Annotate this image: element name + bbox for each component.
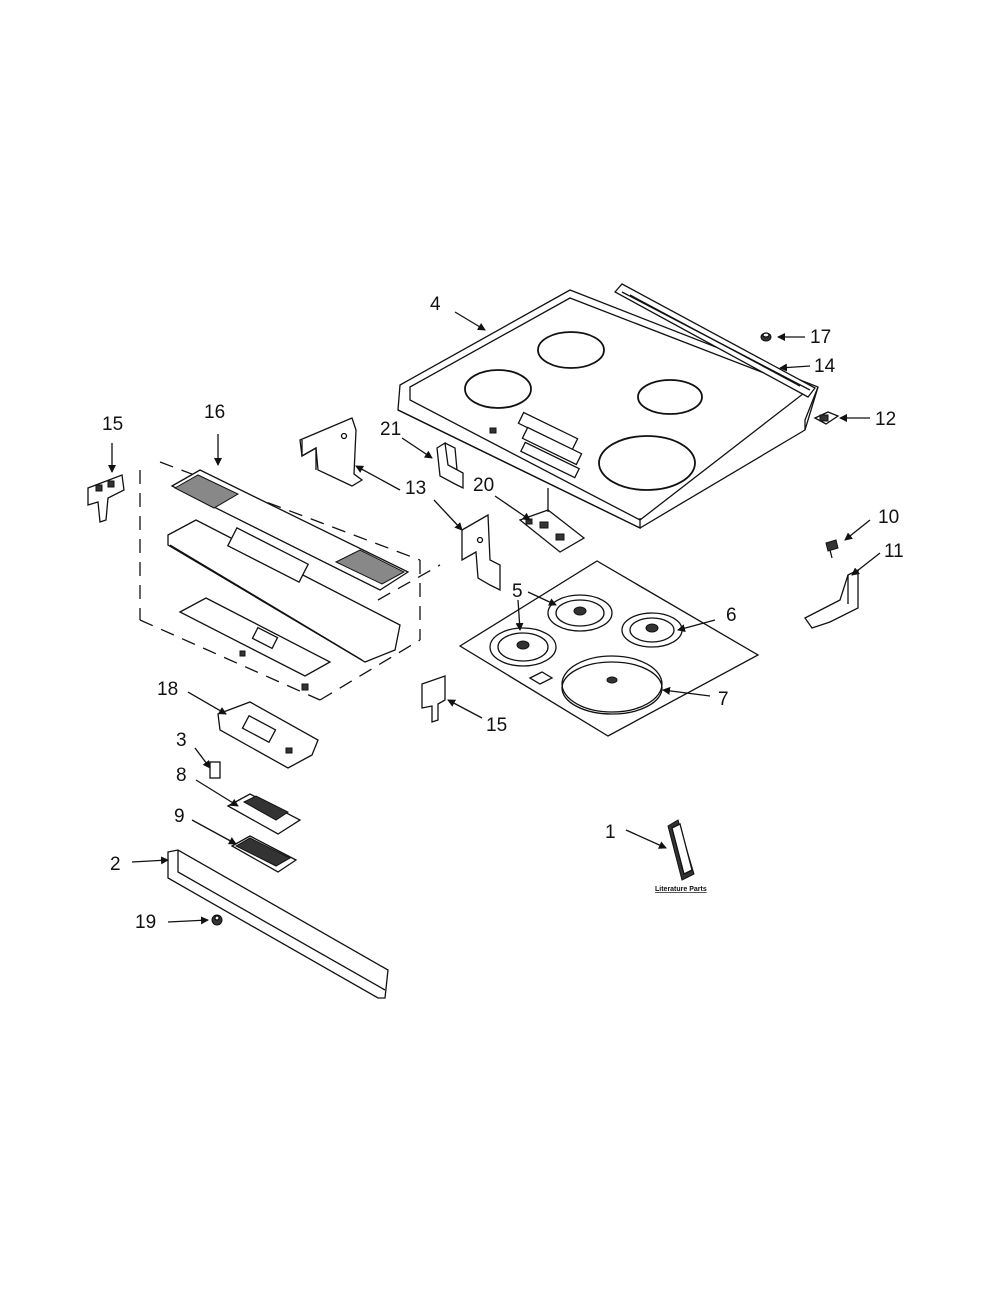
part-16-control-panel [139,461,441,701]
part-15-clip-middle [421,675,446,723]
part-14-rear-trim [613,283,816,398]
callout-17: 17 [810,327,831,348]
part-8-keypad [226,793,302,835]
callout-8: 8 [176,765,187,786]
part-13-bracket-upper [299,417,364,487]
callout-12: 12 [875,409,896,430]
callout-10: 10 [878,507,899,528]
callout-1: 1 [605,822,616,843]
part-20-terminal-block [518,488,586,553]
part-10-screw [825,539,839,559]
callout-9: 9 [174,806,185,827]
part-9-overlay [230,835,298,873]
part-12-clip [813,411,840,425]
callout-21: 21 [380,419,401,440]
callout-20: 20 [473,475,494,496]
callout-18: 18 [157,679,178,700]
elements-tray [458,560,760,737]
callout-labels: 4 17 14 12 21 16 15 13 20 10 11 5 6 7 15… [102,294,904,933]
part-19-nut [211,914,223,926]
callout-11: 11 [884,541,904,562]
part-4-cooktop [397,289,819,530]
callout-15-middle: 15 [486,715,507,736]
part-13-bracket-lower [461,513,501,592]
leader-lines [108,311,881,925]
callout-4: 4 [430,294,441,315]
part-18-control-board [217,701,319,769]
callout-15-left: 15 [102,414,123,435]
callout-2: 2 [110,854,121,875]
literature-caption: Literature Parts [655,886,707,893]
part-2-trim-strip [167,849,389,999]
part-3-connector [209,761,221,779]
part-11-bracket [804,568,859,629]
callout-13: 13 [405,478,426,499]
part-1-literature: Literature Parts [655,819,707,893]
part-15-clip-left [87,474,125,523]
callout-3: 3 [176,730,187,751]
part-17-screw [760,332,772,342]
callout-19: 19 [135,912,156,933]
callout-14: 14 [814,356,836,377]
callout-7: 7 [718,689,729,710]
callout-6: 6 [726,605,737,626]
callout-16: 16 [204,402,225,423]
part-21-bracket [436,441,464,490]
callout-5: 5 [512,581,523,602]
